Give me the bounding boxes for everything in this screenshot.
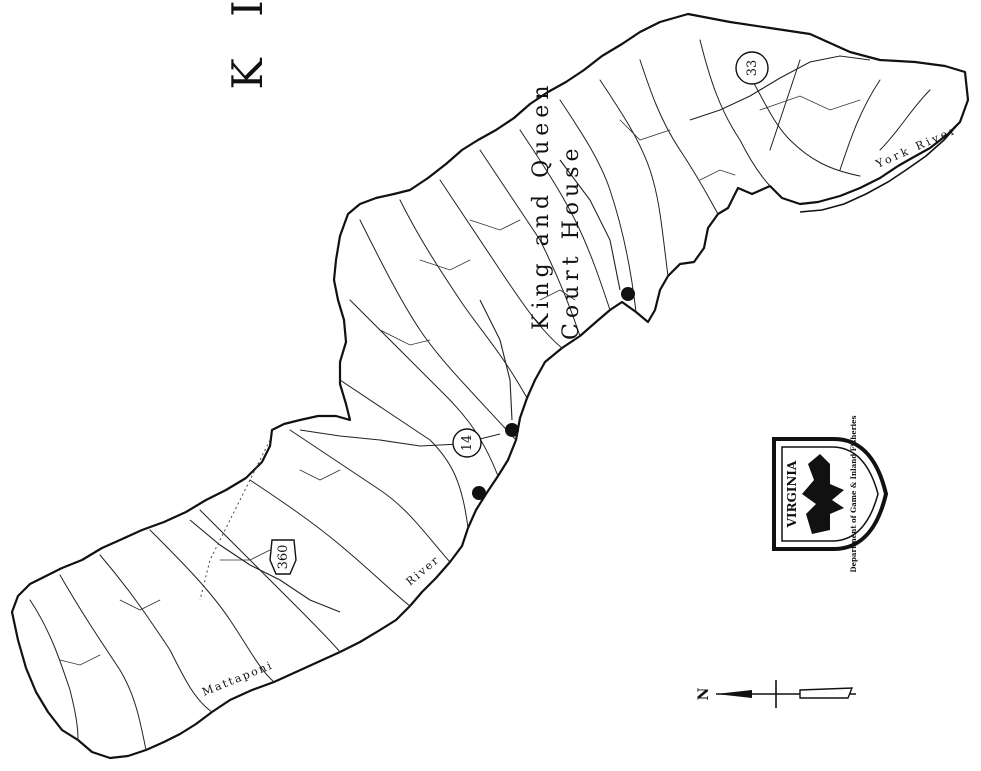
- route-33-label: 33: [745, 60, 760, 77]
- place-label-line2: Court House: [559, 143, 584, 340]
- seal-agency: Department of Game & Inland Fisheries: [849, 415, 858, 572]
- north-arrow: N: [696, 680, 856, 708]
- route-14-shield: 14: [452, 428, 482, 458]
- route-14-label: 14: [460, 435, 475, 452]
- route-360-road: [189, 519, 341, 613]
- stream-network: [29, 39, 931, 751]
- seal-emblem: [802, 454, 844, 534]
- county-outline: [10, 12, 970, 760]
- map-title: K I: [223, 0, 272, 90]
- place-label-line1: King and Queen: [529, 81, 554, 331]
- landing-dot: [472, 486, 486, 500]
- route-33-road: [689, 55, 871, 121]
- seal-title: VIRGINIA: [785, 460, 799, 528]
- route-33-shield: 33: [735, 51, 769, 85]
- map-title-text: K I: [223, 0, 272, 90]
- north-arrow-tail: [799, 687, 854, 699]
- north-arrow-head: [716, 690, 752, 698]
- north-arrow-label: N: [696, 687, 712, 700]
- river-shoreline: [799, 121, 961, 213]
- place-label: King and Queen Court House: [529, 81, 584, 341]
- agency-seal: VIRGINIA Department of Game & Inland Fis…: [772, 415, 889, 573]
- landing-markers: [472, 287, 635, 500]
- road-network: [189, 55, 871, 613]
- route-360-label: 360: [276, 545, 291, 570]
- route-360-shield: 360: [269, 539, 297, 575]
- landing-dot: [505, 423, 519, 437]
- landing-dot: [621, 287, 635, 301]
